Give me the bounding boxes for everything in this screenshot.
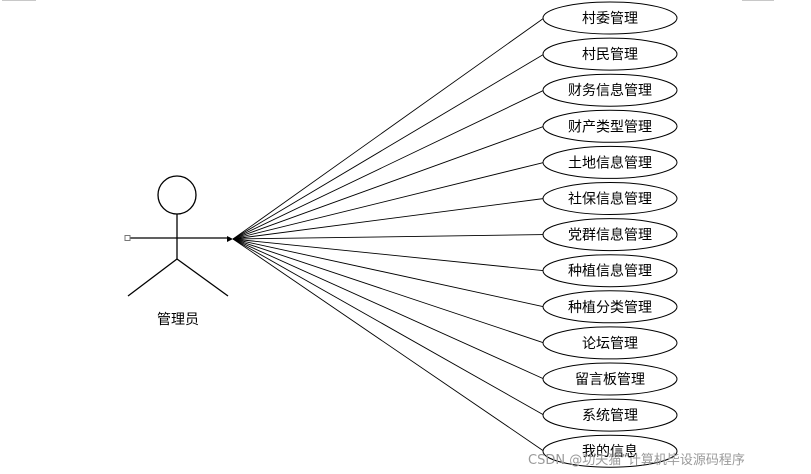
association-line xyxy=(232,234,545,240)
use-case-label: 种植分类管理 xyxy=(568,300,652,316)
use-case-ellipse xyxy=(542,73,678,107)
association-line xyxy=(232,238,545,452)
use-case-node[interactable]: 党群信息管理 xyxy=(542,218,678,252)
use-case-ellipse xyxy=(542,218,678,252)
use-case-label: 论坛管理 xyxy=(582,336,638,352)
use-case-label: 村民管理 xyxy=(582,47,638,63)
use-case-ellipse xyxy=(542,434,678,468)
association-junction xyxy=(227,236,233,242)
use-case-node[interactable]: 土地信息管理 xyxy=(542,145,678,179)
association-line xyxy=(232,238,545,344)
use-case-label: 财务信息管理 xyxy=(568,82,652,99)
use-case-ellipse xyxy=(542,254,678,288)
actor-head xyxy=(157,175,197,215)
actor-label: 管理员 xyxy=(157,312,199,328)
association-line xyxy=(232,53,545,240)
association-line xyxy=(232,198,545,240)
use-case-ellipse xyxy=(542,362,678,396)
use-case-list: 村委管理村民管理财务信息管理财产类型管理土地信息管理社保信息管理党群信息管理种植… xyxy=(542,1,678,468)
association-line xyxy=(232,17,545,240)
watermark: CSDN @功夫猫”计算机毕设源码程序 xyxy=(528,453,745,468)
use-case-label: 土地信息管理 xyxy=(568,154,652,171)
use-case-node[interactable]: 村委管理 xyxy=(542,1,678,35)
use-case-node[interactable]: 我的信息 xyxy=(542,434,678,468)
use-case-ellipse xyxy=(542,290,678,324)
use-case-ellipse xyxy=(542,398,678,432)
use-case-label: 社保信息管理 xyxy=(568,191,652,208)
use-case-ellipse xyxy=(542,326,678,360)
association-line xyxy=(232,238,545,416)
use-case-ellipse xyxy=(542,109,678,143)
use-case-node[interactable]: 种植分类管理 xyxy=(542,290,678,324)
actor-left-leg xyxy=(127,258,178,297)
use-case-node[interactable]: 种植信息管理 xyxy=(542,254,678,288)
use-case-node[interactable]: 财务信息管理 xyxy=(542,73,678,107)
association-line xyxy=(232,89,545,240)
use-case-node[interactable]: 系统管理 xyxy=(542,398,678,432)
use-case-node[interactable]: 社保信息管理 xyxy=(542,182,678,215)
use-case-ellipse xyxy=(542,145,678,179)
use-case-label: 村委管理 xyxy=(582,11,638,27)
use-case-node[interactable]: 村民管理 xyxy=(542,37,678,71)
use-case-label: 党群信息管理 xyxy=(568,227,652,244)
use-case-ellipse xyxy=(542,37,678,71)
association-line xyxy=(232,161,545,240)
actor-anchor-handle xyxy=(124,235,131,241)
use-case-label: 留言板管理 xyxy=(575,372,645,388)
actor-right-leg xyxy=(176,258,229,297)
association-line xyxy=(232,238,545,308)
association-line xyxy=(232,238,545,272)
use-case-label: 我的信息 xyxy=(582,443,638,460)
use-case-node[interactable]: 留言板管理 xyxy=(542,362,678,396)
use-case-ellipse xyxy=(542,182,678,215)
use-case-node[interactable]: 财产类型管理 xyxy=(542,109,678,143)
association-line xyxy=(232,125,545,240)
association-lines xyxy=(227,17,545,452)
use-case-label: 系统管理 xyxy=(582,408,638,424)
association-line xyxy=(232,238,545,380)
use-case-ellipse xyxy=(542,1,678,35)
use-case-node[interactable]: 论坛管理 xyxy=(542,326,678,360)
use-case-label: 种植信息管理 xyxy=(568,263,652,280)
use-case-label: 财产类型管理 xyxy=(568,119,652,135)
actor-administrator[interactable]: 管理员 xyxy=(124,175,230,328)
